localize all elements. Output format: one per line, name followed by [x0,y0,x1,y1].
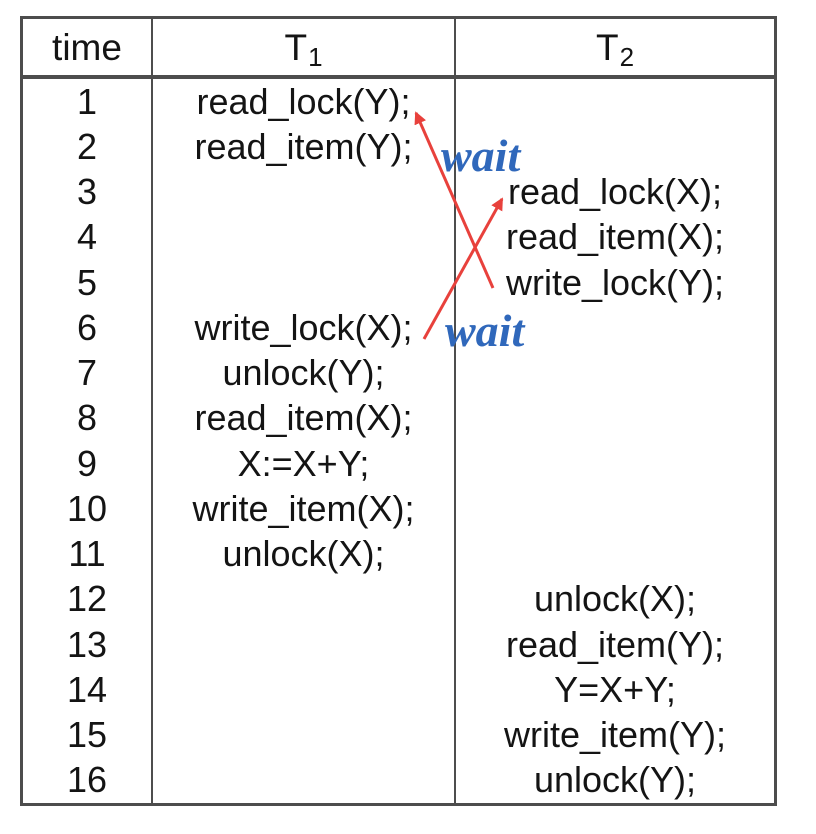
schedule-row-10-time: 10 [23,486,153,532]
schedule-row-5-t1 [153,260,456,306]
schedule-row-10-t2 [456,486,774,531]
schedule-row-3-t2: read_lock(X); [507,171,723,213]
t1-subscript: 1 [308,42,323,72]
schedule-row-11-t2 [456,532,774,577]
schedule-row-4-t1 [153,214,456,260]
schedule-row-1-time: 1 [23,79,153,125]
schedule-row-16-t2: unlock(Y); [533,759,697,801]
schedule-row-5-time: 5 [23,260,153,306]
schedule-row-12-time: 12 [23,576,153,622]
schedule-row-16-time: 16 [23,757,153,803]
header-time: time [23,19,153,79]
schedule-row-5-t2: write_lock(Y); [505,261,725,303]
wait-annotation-bottom: wait [445,305,525,356]
schedule-row-11-t1: unlock(X); [153,531,456,577]
schedule-row-3-time: 3 [23,169,153,215]
schedule-row-8-t2 [456,396,774,441]
schedule-row-14-t2: Y=X+Y; [554,668,676,710]
schedule-row-14-t1 [153,667,456,713]
schedule-row-13-time: 13 [23,622,153,668]
schedule-row-3-t1 [153,169,456,215]
schedule-row-4-t2: read_item(X); [505,216,725,258]
schedule-row-14-time: 14 [23,667,153,713]
schedule-row-1-t2 [456,79,774,124]
schedule-row-13-t2: read_item(Y); [505,623,725,665]
schedule-row-7-t2 [456,351,774,396]
schedule-row-9-t1: X:=X+Y; [153,441,456,487]
schedule-row-11-time: 11 [23,531,153,577]
schedule-row-13-t1 [153,622,456,668]
schedule-row-9-t2 [456,441,774,486]
schedule-row-6-time: 6 [23,305,153,351]
schedule-row-7-t1: unlock(Y); [153,350,456,396]
wait-annotation-top: wait [441,130,521,181]
schedule-row-6-t1: write_lock(X); [153,305,456,351]
schedule-row-4-time: 4 [23,214,153,260]
schedule-row-8-time: 8 [23,395,153,441]
schedule-row-16-t1 [153,757,456,803]
schedule-row-10-t1: write_item(X); [153,486,456,532]
t2-subscript: 2 [619,42,635,72]
schedule-row-15-t2: write_item(Y); [503,714,727,756]
schedule-row-12-t1 [153,576,456,622]
schedule-row-1-t1: read_lock(Y); [153,79,456,125]
t2-label: T [595,26,619,68]
schedule-row-2-time: 2 [23,124,153,170]
header-time-label: time [52,26,122,68]
schedule-row-2-t1: read_item(Y); [153,124,456,170]
schedule-row-7-time: 7 [23,350,153,396]
schedule-row-8-t1: read_item(X); [153,395,456,441]
schedule-row-15-time: 15 [23,712,153,758]
t1-label: T [284,26,308,68]
schedule-row-9-time: 9 [23,441,153,487]
schedule-row-15-t1 [153,712,456,758]
schedule-row-12-t2: unlock(X); [533,578,697,620]
